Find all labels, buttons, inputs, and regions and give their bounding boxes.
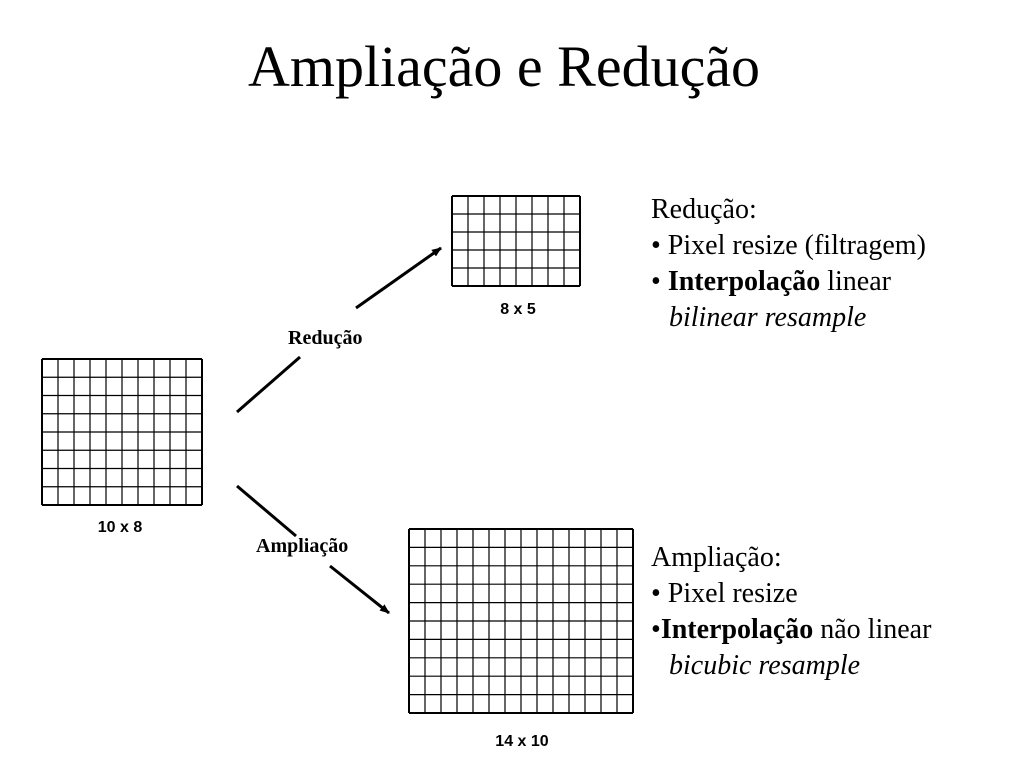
enlargement-arrow-lower bbox=[329, 564, 390, 615]
reduced-grid bbox=[451, 195, 581, 287]
enlarged-grid-label: 14 x 10 bbox=[495, 733, 549, 750]
reduction-arrow-upper bbox=[355, 246, 442, 310]
reduction-arrow-lower bbox=[236, 355, 301, 414]
reduction-item-pixel-resize: • Pixel resize (filtragem) bbox=[651, 230, 926, 261]
reduced-grid-label: 8 x 5 bbox=[500, 301, 536, 318]
enlargement-arrow-label: Ampliação bbox=[256, 535, 349, 557]
enlargement-arrow-upper bbox=[236, 484, 297, 538]
enlargement-heading: Ampliação: bbox=[651, 542, 782, 573]
original-grid-label: 10 x 8 bbox=[97, 519, 143, 536]
reduction-item-interpolation: • Interpolação linear bbox=[651, 266, 891, 297]
enlargement-item-pixel-resize: • Pixel resize bbox=[651, 578, 798, 609]
reduction-arrow-label: Redução bbox=[288, 327, 363, 349]
reduction-item-resample: bilinear resample bbox=[669, 302, 867, 333]
reduction-notes: Redução: • Pixel resize (filtragem) • In… bbox=[651, 192, 926, 336]
enlarged-grid bbox=[408, 528, 634, 714]
enlargement-item-resample: bicubic resample bbox=[669, 650, 861, 681]
slide-title: Ampliação e Redução bbox=[247, 34, 761, 99]
enlargement-item-interpolation: •Interpolação não linear bbox=[651, 614, 932, 645]
enlargement-notes: Ampliação: • Pixel resize •Interpolação … bbox=[651, 540, 931, 684]
reduction-interpolation-bold: Interpolação bbox=[667, 266, 821, 297]
enlargement-interpolation-bold: Interpolação bbox=[660, 614, 814, 645]
original-grid bbox=[41, 358, 203, 506]
reduction-heading: Redução: bbox=[651, 194, 757, 225]
